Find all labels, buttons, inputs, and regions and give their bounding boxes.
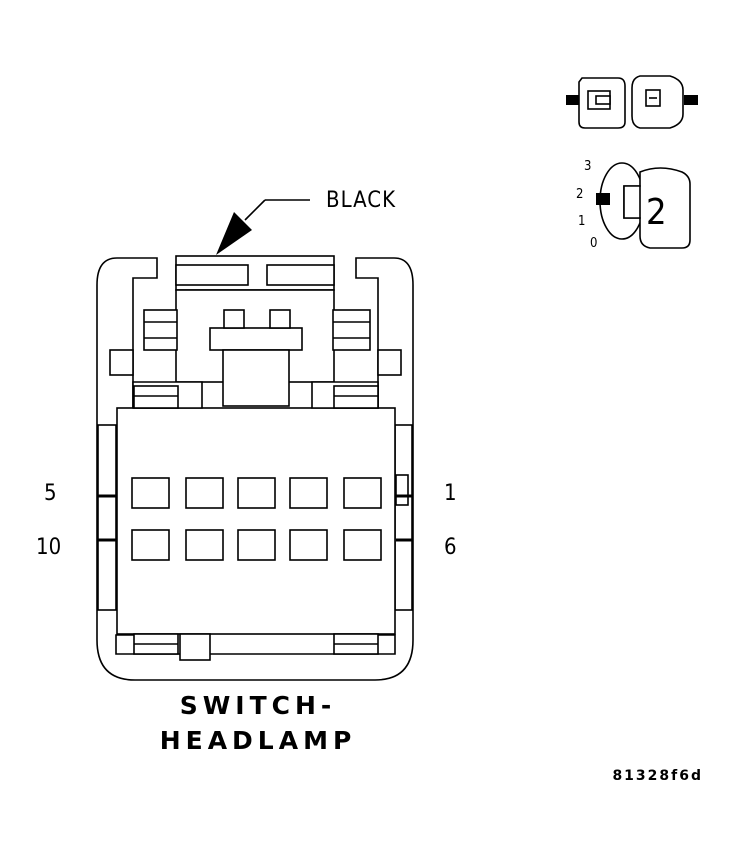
key-position-2: 2 [576,187,583,202]
figure-code: 81328f6d [612,768,703,784]
connector-title-line2: HEADLAMP [160,726,357,755]
cavity-8 [237,529,276,561]
connector-title-line1: SWITCH- [180,691,337,720]
cavity-1 [343,477,382,509]
callout-arrow-icon [216,212,252,255]
cavity-5 [131,477,170,509]
cavity-9 [185,529,224,561]
pin-label-1: 1 [444,481,457,506]
pin-label-10: 10 [36,535,61,560]
key-number: 2 [646,192,667,233]
cavity-6 [343,529,382,561]
connector-color-label: BLACK [326,188,396,213]
cavity-row-top [131,477,382,509]
cavity-3 [237,477,276,509]
key-position-icon: 2 3 2 1 0 [576,159,691,251]
cavity-10 [131,529,170,561]
cavity-row-bottom [131,529,382,561]
cavity-2 [289,477,328,509]
cavity-7 [289,529,328,561]
cavity-4 [185,477,224,509]
pin-label-6: 6 [444,535,457,560]
key-position-1: 1 [578,214,585,229]
connector-body [96,255,414,681]
mating-connector-icon [566,75,698,129]
color-callout: BLACK [216,188,396,255]
key-position-3: 3 [584,159,591,174]
key-position-0: 0 [590,236,597,251]
pin-label-5: 5 [44,481,57,506]
